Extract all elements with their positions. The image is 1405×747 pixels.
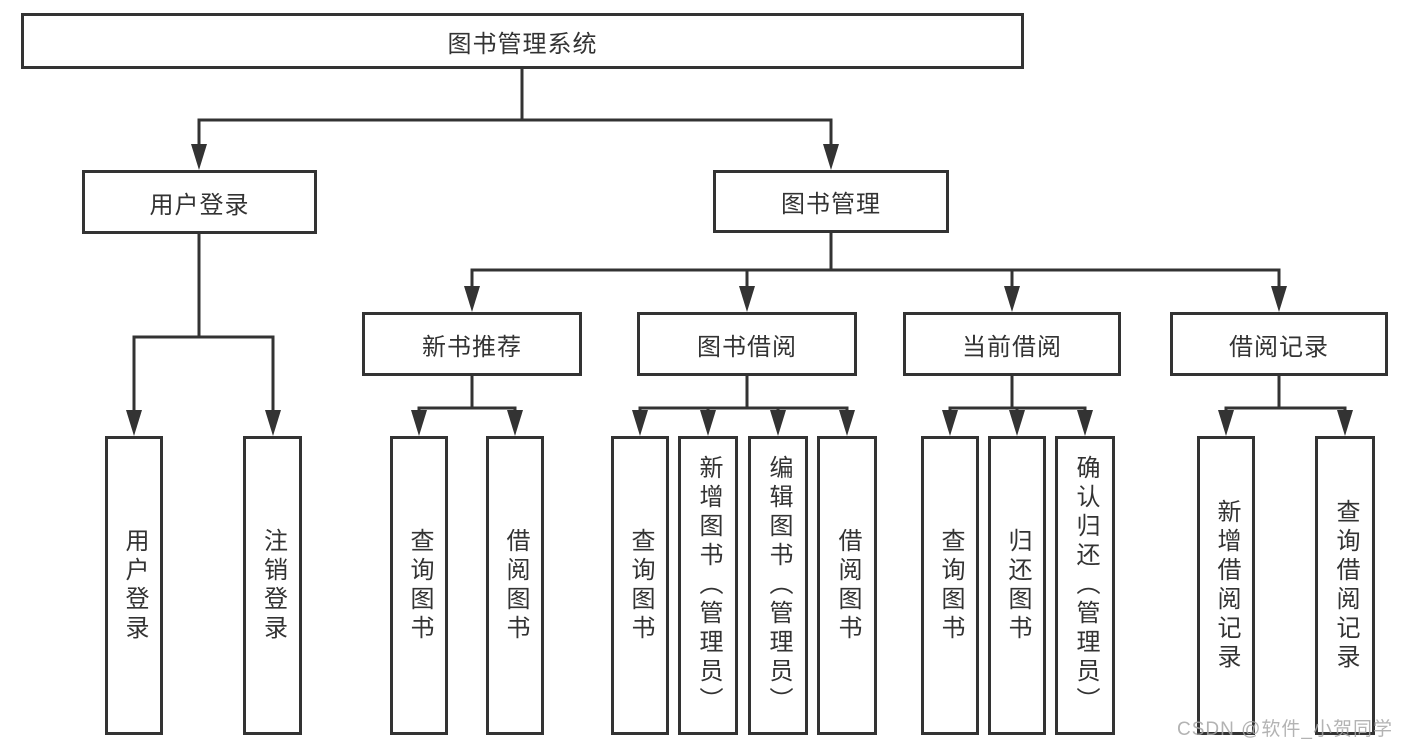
leaf-query-borrow-record: 查询借阅记录	[1315, 436, 1375, 735]
node-user-login: 用户登录	[82, 170, 317, 234]
leaf-add-book-admin: 新增图书（管理员）	[678, 436, 738, 735]
connector-book-management	[470, 231, 1281, 292]
leaf-borrow-book: 借阅图书	[817, 436, 877, 735]
leaf-borrow-book-recommend: 借阅图书	[486, 436, 544, 735]
node-current-borrow: 当前借阅	[903, 312, 1121, 376]
csdn-watermark: CSDN @软件_小贺同学	[1177, 719, 1393, 740]
leaf-query-book-borrow: 查询图书	[611, 436, 669, 735]
connector-root	[197, 67, 833, 152]
leaf-return-book: 归还图书	[988, 436, 1046, 735]
leaf-confirm-return-admin: 确认归还（管理员）	[1055, 436, 1115, 735]
arrowheads	[126, 144, 1353, 436]
leaf-edit-book-admin: 编辑图书（管理员）	[748, 436, 808, 735]
leaf-user-login: 用户登录	[105, 436, 163, 735]
leaf-add-borrow-record: 新增借阅记录	[1197, 436, 1255, 735]
node-book-management: 图书管理	[713, 170, 949, 233]
node-new-book-recommend: 新书推荐	[362, 312, 582, 376]
node-root-library-system: 图书管理系统	[21, 13, 1024, 69]
leaf-query-book-current: 查询图书	[921, 436, 979, 735]
node-borrow-records: 借阅记录	[1170, 312, 1388, 376]
leaf-query-book-recommend: 查询图书	[390, 436, 448, 735]
leaf-logout: 注销登录	[243, 436, 302, 735]
connector-user-login	[132, 232, 275, 416]
node-book-borrow: 图书借阅	[637, 312, 857, 376]
connector-leaf-drops	[417, 406, 1347, 416]
connector-level3-branches	[417, 374, 1347, 410]
